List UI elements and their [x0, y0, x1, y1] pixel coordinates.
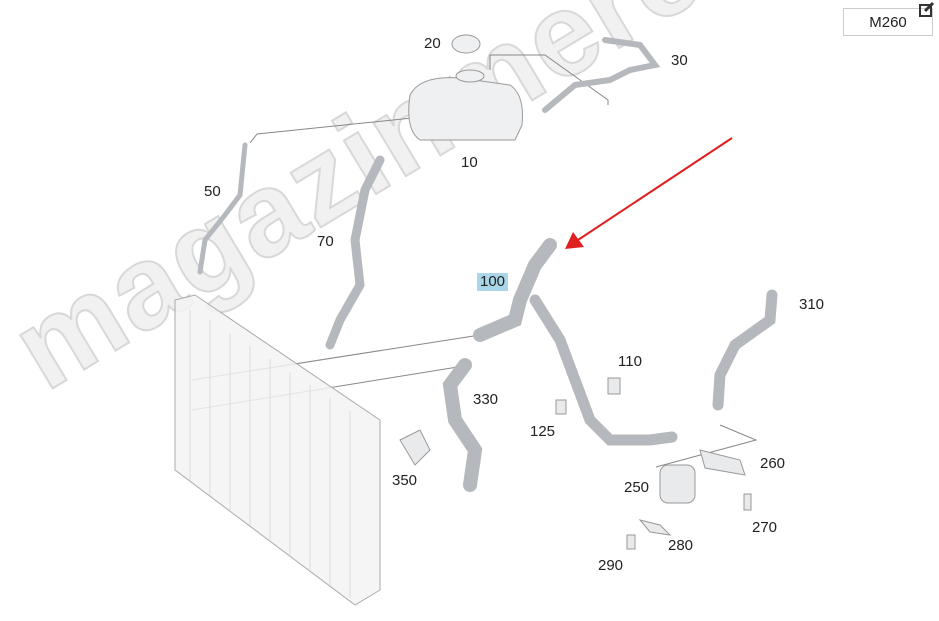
bracket-110[interactable]: [607, 377, 621, 395]
part-label-70[interactable]: 70: [317, 233, 334, 250]
radiator[interactable]: [174, 294, 381, 606]
hose-100-branch[interactable]: [529, 294, 678, 446]
part-label-310[interactable]: 310: [799, 296, 825, 313]
part-label-250[interactable]: 250: [624, 479, 650, 496]
bracket-280[interactable]: [638, 519, 672, 536]
bolt-270[interactable]: [743, 493, 752, 511]
leader-line-50: [249, 117, 413, 144]
part-350[interactable]: [399, 429, 431, 466]
hose-310[interactable]: [712, 289, 778, 411]
part-label-20[interactable]: 20: [424, 35, 441, 52]
expansion-tank[interactable]: [408, 69, 523, 141]
edit-icon[interactable]: [919, 1, 935, 17]
filler-cap[interactable]: [451, 34, 481, 54]
part-label-30[interactable]: 30: [671, 52, 688, 69]
part-label-10[interactable]: 10: [461, 154, 478, 171]
leader-line-30: [489, 54, 609, 105]
bolt-290[interactable]: [626, 534, 636, 550]
leader-line-260: [655, 424, 758, 468]
pump-250[interactable]: [659, 464, 696, 504]
part-label-110[interactable]: 110: [618, 353, 642, 370]
model-code-box: M260: [843, 8, 933, 36]
hose-330[interactable]: [442, 358, 483, 492]
part-label-125[interactable]: 125: [530, 423, 556, 440]
part-label-100[interactable]: 100: [477, 273, 509, 291]
part-label-260[interactable]: 260: [760, 455, 786, 472]
hose-50[interactable]: [197, 142, 248, 275]
clip-125[interactable]: [555, 399, 567, 415]
part-label-290[interactable]: 290: [598, 557, 624, 574]
part-label-50[interactable]: 50: [204, 183, 221, 200]
hose-100[interactable]: [473, 238, 557, 342]
hose-30[interactable]: [542, 37, 661, 113]
hose-70[interactable]: [325, 155, 385, 350]
part-label-270[interactable]: 270: [752, 519, 778, 536]
bracket-260[interactable]: [699, 449, 746, 476]
part-label-280[interactable]: 280: [668, 537, 694, 554]
part-label-350[interactable]: 350: [392, 472, 418, 489]
red-arrow: [565, 137, 733, 249]
part-label-330[interactable]: 330: [473, 391, 499, 408]
